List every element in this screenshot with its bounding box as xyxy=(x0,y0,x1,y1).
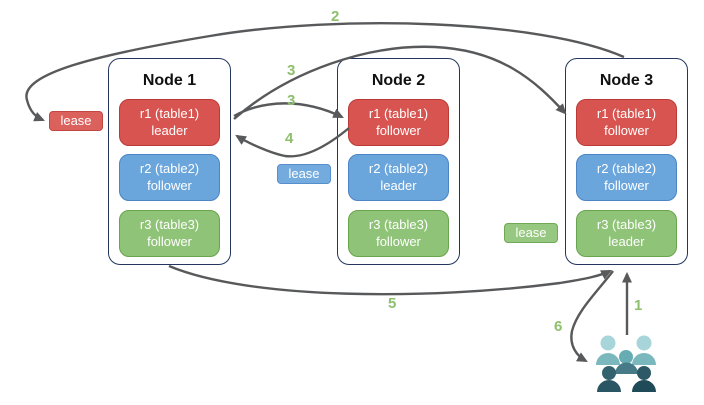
replica-role: follower xyxy=(147,177,192,193)
user-figure-middle xyxy=(615,350,638,374)
node-title: Node 3 xyxy=(599,72,654,89)
node-3-box: Node 3 r1 (table1) follower r2 (table2) … xyxy=(565,58,688,265)
step-label-5: 5 xyxy=(388,295,397,312)
step-label-4: 4 xyxy=(285,130,294,147)
replica-role: follower xyxy=(376,233,421,249)
node1-replica-r2: r2 (table2) follower xyxy=(119,154,220,201)
step-label-3-upper: 3 xyxy=(287,62,296,79)
user-figure-top-left xyxy=(596,335,620,365)
node-title: Node 2 xyxy=(371,72,426,89)
node1-replica-r1: r1 (table1) leader xyxy=(119,99,220,146)
replica-role: follower xyxy=(376,122,421,138)
replica-name: r3 (table3) xyxy=(368,216,429,232)
node3-replica-r2: r2 (table2) follower xyxy=(576,154,677,201)
replica-role: follower xyxy=(604,177,649,193)
node-1-box: Node 1 r1 (table1) leader r2 (table2) fo… xyxy=(108,58,231,265)
node-2-box: Node 2 r1 (table1) follower r2 (table2) … xyxy=(337,58,460,265)
replica-role: leader xyxy=(380,177,417,193)
step-label-6: 6 xyxy=(554,318,563,335)
replica-name: r3 (table3) xyxy=(596,216,657,232)
user-figure-bottom-left xyxy=(597,366,621,392)
step-label-1: 1 xyxy=(634,297,643,314)
replica-name: r3 (table3) xyxy=(139,216,200,232)
replica-role: follower xyxy=(604,122,649,138)
arrow-step-6 xyxy=(570,270,614,363)
user-figure-bottom-right xyxy=(632,366,656,392)
replica-name: r2 (table2) xyxy=(368,160,429,176)
lease-badge-red: lease xyxy=(49,111,103,131)
node2-replica-r3: r3 (table3) follower xyxy=(348,210,449,257)
lease-badge-green: lease xyxy=(504,223,558,243)
node3-replica-r1: r1 (table1) follower xyxy=(576,99,677,146)
replica-name: r2 (table2) xyxy=(139,160,200,176)
lease-badge-blue: lease xyxy=(277,164,331,184)
replica-name: r1 (table1) xyxy=(368,105,429,121)
node-title: Node 1 xyxy=(142,72,197,89)
node2-replica-r1: r1 (table1) follower xyxy=(348,99,449,146)
arrow-step-5 xyxy=(168,264,612,296)
node3-replica-r3: r3 (table3) leader xyxy=(576,210,677,257)
replica-role: leader xyxy=(608,233,645,249)
replica-role: follower xyxy=(147,233,192,249)
node1-replica-r3: r3 (table3) follower xyxy=(119,210,220,257)
replica-name: r1 (table1) xyxy=(139,105,200,121)
step-label-2: 2 xyxy=(331,8,340,25)
replica-name: r1 (table1) xyxy=(596,105,657,121)
replica-role: leader xyxy=(151,122,188,138)
step-label-3-lower: 3 xyxy=(287,92,296,109)
replica-name: r2 (table2) xyxy=(596,160,657,176)
node2-replica-r2: r2 (table2) leader xyxy=(348,154,449,201)
users-group-icon xyxy=(596,335,656,392)
user-figure-top-right xyxy=(632,335,656,365)
